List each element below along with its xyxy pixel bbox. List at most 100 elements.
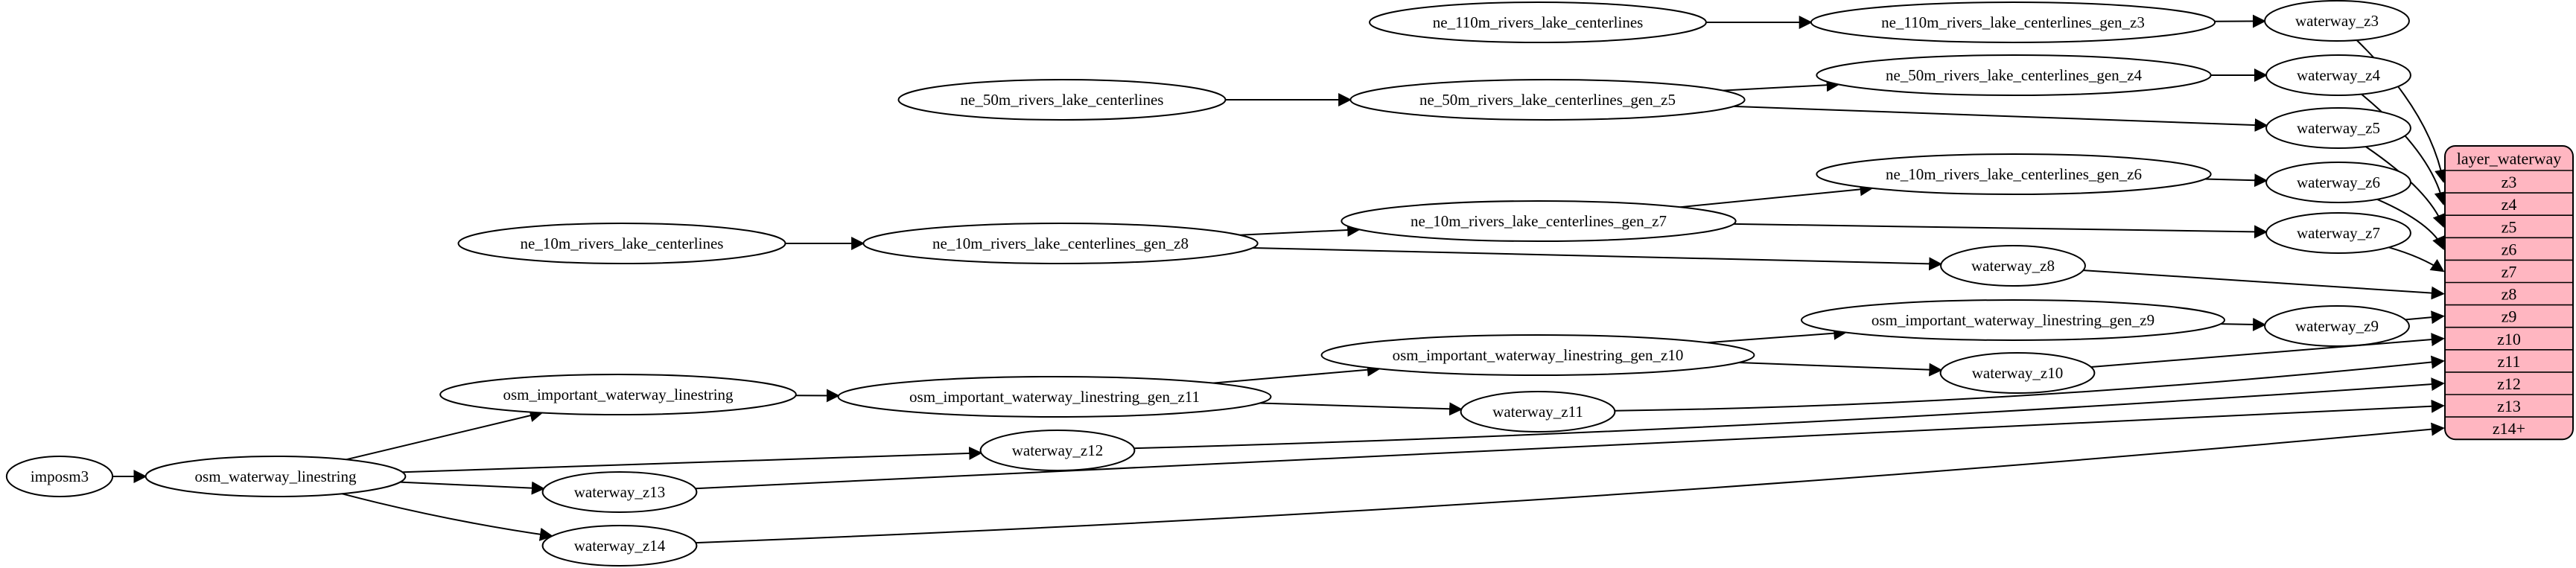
edge-ne_10m_rivers_lake_centerlines_gen_z6-to-waterway_z6 (2204, 173, 2268, 188)
edge-waterway_z4-to-layer_waterway-z4 (2361, 93, 2448, 205)
node-ne_110m_rivers_lake_centerlines-label: ne_110m_rivers_lake_centerlines (1433, 13, 1644, 31)
node-waterway_z13: waterway_z13 (541, 471, 698, 513)
edge-osm_important_waterway_linestring_gen_z10-to-waterway_z10 (1738, 362, 1943, 377)
node-osm_important_waterway_linestring_gen_z11-label: osm_important_waterway_linestring_gen_z1… (909, 388, 1200, 406)
node-osm_important_waterway_linestring: osm_important_waterway_linestring (439, 374, 797, 415)
node-osm_waterway_linestring: osm_waterway_linestring (144, 456, 407, 497)
node-waterway_z14-label: waterway_z14 (574, 537, 666, 555)
node-ne_50m_rivers_lake_centerlines-label: ne_50m_rivers_lake_centerlines (961, 91, 1164, 109)
node-waterway_z13-label: waterway_z13 (574, 483, 665, 501)
record-row-z12: z12 (2497, 374, 2521, 393)
edge-ne_10m_rivers_lake_centerlines_gen_z8-to-waterway_z8 (1252, 247, 1943, 271)
edge-waterway_z7-to-layer_waterway-z7 (2388, 246, 2445, 272)
node-waterway_z11: waterway_z11 (1460, 391, 1616, 433)
node-waterway_z5-label: waterway_z5 (2297, 119, 2380, 137)
node-waterway_z7-shape (2265, 212, 2411, 254)
node-waterway_z6-label: waterway_z6 (2297, 173, 2380, 191)
node-ne_10m_rivers_lake_centerlines_gen_z7-label: ne_10m_rivers_lake_centerlines_gen_z7 (1411, 212, 1667, 230)
edge-waterway_z12-to-layer_waterway-z12 (1133, 377, 2445, 450)
node-osm_important_waterway_linestring-shape (439, 374, 797, 415)
node-ne_50m_rivers_lake_centerlines_gen_z4-label: ne_50m_rivers_lake_centerlines_gen_z4 (1886, 66, 2143, 84)
node-osm_important_waterway_linestring_gen_z9-shape (1801, 299, 2225, 341)
node-waterway_z14-shape (541, 525, 698, 567)
node-ne_110m_rivers_lake_centerlines: ne_110m_rivers_lake_centerlines (1369, 1, 1707, 43)
edge-waterway_z14-to-layer_waterway-z14+ (696, 422, 2445, 544)
edge-ne_10m_rivers_lake_centerlines_gen_z8-to-ne_10m_rivers_lake_centerlines_gen_z7 (1239, 223, 1361, 237)
node-ne_10m_rivers_lake_centerlines-label: ne_10m_rivers_lake_centerlines (521, 234, 724, 252)
node-ne_10m_rivers_lake_centerlines_gen_z7: ne_10m_rivers_lake_centerlines_gen_z7 (1341, 200, 1737, 242)
edge-osm_waterway_linestring-to-waterway_z13 (400, 481, 545, 495)
node-ne_10m_rivers_lake_centerlines: ne_10m_rivers_lake_centerlines (457, 223, 786, 264)
edge-osm_important_waterway_linestring_gen_z10-to-osm_important_waterway_linestring_gen_z9 (1707, 326, 1848, 344)
record-row-z3: z3 (2502, 173, 2517, 191)
record-body (2444, 145, 2574, 441)
node-ne_10m_rivers_lake_centerlines_gen_z6-shape (1816, 153, 2212, 195)
node-waterway_z7: waterway_z7 (2265, 212, 2411, 254)
node-waterway_z12: waterway_z12 (979, 430, 1136, 471)
node-waterway_z6: waterway_z6 (2265, 162, 2411, 203)
node-waterway_z11-label: waterway_z11 (1492, 403, 1583, 421)
record-title: layer_waterway (2457, 150, 2561, 168)
edge-waterway_z10-to-layer_waterway-z10 (2090, 333, 2445, 368)
node-waterway_z5-shape (2265, 107, 2411, 149)
node-waterway_z10-label: waterway_z10 (1972, 364, 2063, 382)
node-waterway_z3-shape (2264, 0, 2410, 42)
node-ne_50m_rivers_lake_centerlines_gen_z4: ne_50m_rivers_lake_centerlines_gen_z4 (1816, 54, 2212, 96)
edge-osm_waterway_linestring-to-waterway_z14 (341, 493, 553, 541)
node-waterway_z4: waterway_z4 (2265, 54, 2411, 96)
node-ne_10m_rivers_lake_centerlines-shape (457, 223, 786, 264)
edge-osm_waterway_linestring-to-osm_important_waterway_linestring (346, 409, 544, 461)
node-osm_important_waterway_linestring_gen_z11-shape (837, 376, 1272, 418)
node-waterway_z6-shape (2265, 162, 2411, 203)
node-ne_110m_rivers_lake_centerlines_gen_z3-shape (1810, 1, 2216, 43)
node-waterway_z8: waterway_z8 (1940, 245, 2086, 287)
edge-ne_50m_rivers_lake_centerlines_gen_z5-to-waterway_z5 (1733, 105, 2268, 133)
node-waterway_z4-label: waterway_z4 (2297, 66, 2380, 84)
node-waterway_z9-shape (2264, 305, 2410, 347)
record-row-z4: z4 (2502, 195, 2517, 214)
record-row-z10: z10 (2497, 330, 2521, 348)
edge-ne_50m_rivers_lake_centerlines_gen_z5-to-ne_50m_rivers_lake_centerlines_gen_z4 (1723, 78, 1840, 92)
node-ne_10m_rivers_lake_centerlines_gen_z6-label: ne_10m_rivers_lake_centerlines_gen_z6 (1886, 165, 2142, 183)
record-row-z8: z8 (2502, 285, 2517, 304)
node-imposm3-shape (5, 456, 114, 497)
edge-waterway_z13-to-layer_waterway-z13 (695, 399, 2445, 490)
edge-ne_10m_rivers_lake_centerlines_gen_z7-to-ne_10m_rivers_lake_centerlines_gen_z6 (1680, 182, 1874, 208)
edge-ne_10m_rivers_lake_centerlines_gen_z7-to-waterway_z7 (1733, 223, 2268, 239)
node-ne_10m_rivers_lake_centerlines_gen_z8: ne_10m_rivers_lake_centerlines_gen_z8 (862, 223, 1259, 264)
record-layer_waterway: layer_waterwayz3z4z5z6z7z8z9z10z11z12z13… (2444, 145, 2574, 441)
node-osm_important_waterway_linestring_gen_z10-label: osm_important_waterway_linestring_gen_z1… (1393, 346, 1684, 364)
node-waterway_z13-shape (541, 471, 698, 513)
edge-waterway_z11-to-layer_waterway-z11 (1615, 355, 2445, 412)
edge-osm_important_waterway_linestring_gen_z9-to-waterway_z9 (2220, 317, 2267, 331)
record-row-z9: z9 (2502, 307, 2517, 326)
edge-osm_important_waterway_linestring_gen_z11-to-waterway_z11 (1259, 402, 1463, 416)
node-waterway_z7-label: waterway_z7 (2297, 224, 2380, 242)
node-waterway_z5: waterway_z5 (2265, 107, 2411, 149)
node-ne_110m_rivers_lake_centerlines_gen_z3: ne_110m_rivers_lake_centerlines_gen_z3 (1810, 1, 2216, 43)
edge-waterway_z6-to-layer_waterway-z6 (2376, 198, 2445, 251)
node-osm_waterway_linestring-shape (144, 456, 407, 497)
node-waterway_z3-label: waterway_z3 (2295, 12, 2379, 30)
record-row-z7: z7 (2502, 262, 2517, 281)
node-ne_10m_rivers_lake_centerlines_gen_z8-shape (862, 223, 1259, 264)
record-row-z14+: z14+ (2493, 419, 2525, 438)
node-osm_important_waterway_linestring_gen_z9: osm_important_waterway_linestring_gen_z9 (1801, 299, 2225, 341)
record-row-z5: z5 (2502, 217, 2517, 236)
node-osm_important_waterway_linestring_gen_z9-label: osm_important_waterway_linestring_gen_z9 (1871, 311, 2154, 329)
node-ne_50m_rivers_lake_centerlines-shape (897, 79, 1227, 121)
node-osm_important_waterway_linestring_gen_z11: osm_important_waterway_linestring_gen_z1… (837, 376, 1272, 418)
node-osm_important_waterway_linestring_gen_z10: osm_important_waterway_linestring_gen_z1… (1320, 334, 1755, 376)
node-imposm3: imposm3 (5, 456, 114, 497)
node-ne_50m_rivers_lake_centerlines_gen_z5-label: ne_50m_rivers_lake_centerlines_gen_z5 (1419, 91, 1676, 109)
edge-osm_waterway_linestring-to-waterway_z12 (402, 446, 983, 473)
node-waterway_z8-shape (1940, 245, 2086, 287)
node-waterway_z3: waterway_z3 (2264, 0, 2410, 42)
record-row-z11: z11 (2498, 352, 2521, 371)
node-waterway_z10-shape (1939, 352, 2096, 394)
node-waterway_z14: waterway_z14 (541, 525, 698, 567)
node-ne_50m_rivers_lake_centerlines_gen_z5-shape (1349, 79, 1746, 121)
node-ne_50m_rivers_lake_centerlines: ne_50m_rivers_lake_centerlines (897, 79, 1227, 121)
